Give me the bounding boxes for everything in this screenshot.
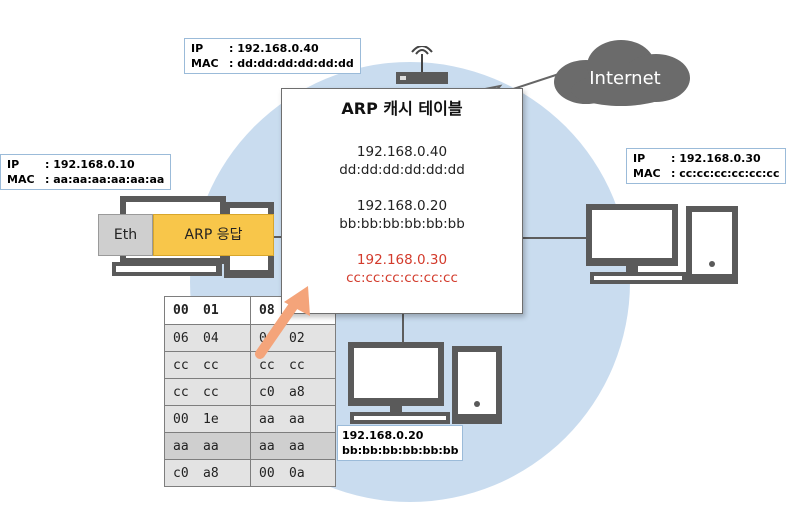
arp-entry: 192.168.0.40 dd:dd:dd:dd:dd:dd	[282, 143, 522, 179]
pdu-byte: 0a	[289, 466, 305, 481]
pdu-byte: aa	[259, 439, 275, 454]
pdu-byte: cc	[203, 358, 219, 373]
pdu-byte: a8	[289, 385, 305, 400]
host-c-mac: : cc:cc:cc:cc:cc:cc	[671, 167, 780, 180]
arp-entry-ip: 192.168.0.30	[356, 252, 448, 268]
router-mac: : dd:dd:dd:dd:dd:dd	[229, 57, 354, 70]
internet-cloud-icon	[554, 40, 690, 106]
internet-label: Internet	[589, 68, 661, 89]
pdu-byte: 00	[173, 412, 189, 427]
pdu-byte: 02	[289, 331, 305, 346]
pdu-byte: 00	[173, 303, 189, 318]
router-icon	[396, 46, 448, 84]
pdu-byte: c0	[259, 385, 275, 400]
arp-entry-ip: 192.168.0.20	[356, 198, 448, 214]
pdu-byte: 08	[259, 303, 275, 318]
pdu-byte: 1e	[203, 412, 219, 427]
mac-key: MAC	[191, 57, 219, 70]
pdu-byte: c0	[173, 466, 189, 481]
pdu-byte: aa	[259, 412, 275, 427]
update-arrow	[255, 286, 310, 359]
ip-key: IP	[191, 42, 204, 55]
pdu-byte: cc	[173, 385, 189, 400]
router-ip: : 192.168.0.40	[229, 42, 319, 55]
pdu-byte: aa	[289, 412, 305, 427]
arp-entry-new: 192.168.0.30 cc:cc:cc:cc:cc:cc	[282, 251, 522, 287]
arp-cache-table: ARP 캐시 테이블 192.168.0.40 dd:dd:dd:dd:dd:d…	[281, 88, 523, 314]
link-host-c	[520, 237, 592, 239]
host-c-ip: : 192.168.0.30	[671, 152, 761, 165]
pdu-byte: 06	[173, 331, 189, 346]
ip-key: IP	[633, 152, 646, 165]
host-c-computer-icon	[586, 204, 738, 284]
mac-key: MAC	[7, 173, 35, 186]
pdu-byte: aa	[203, 439, 219, 454]
arp-table-title: ARP 캐시 테이블	[341, 99, 463, 118]
pdu-byte: 04	[203, 331, 219, 346]
host-b-ip: 192.168.0.20	[342, 429, 424, 442]
eth-header-segment: Eth	[98, 214, 153, 256]
pdu-byte: 01	[203, 303, 219, 318]
frame-bar: Eth ARP 응답	[98, 214, 274, 256]
host-b-info-box: 192.168.0.20 bb:bb:bb:bb:bb:bb	[337, 425, 464, 461]
arp-entry-mac: dd:dd:dd:dd:dd:dd	[339, 162, 465, 178]
arp-reply-segment: ARP 응답	[153, 214, 274, 256]
ip-key: IP	[7, 158, 20, 171]
host-c-info-box: IP : 192.168.0.30 MAC : cc:cc:cc:cc:cc:cc	[626, 148, 787, 184]
host-a-mac: : aa:aa:aa:aa:aa:aa	[45, 173, 165, 186]
arp-packet-pdu: 0001080006040002ccccccccccccc0a8001eaaaa…	[164, 296, 336, 487]
link-host-b	[402, 312, 404, 352]
pdu-byte: cc	[259, 358, 275, 373]
arp-entry-mac: bb:bb:bb:bb:bb:bb	[339, 216, 465, 232]
pdu-byte: cc	[173, 358, 189, 373]
mac-key: MAC	[633, 167, 661, 180]
host-a-ip: : 192.168.0.10	[45, 158, 135, 171]
link-host-a	[274, 236, 282, 238]
pdu-byte: cc	[289, 358, 305, 373]
host-a-info-box: IP : 192.168.0.10 MAC : aa:aa:aa:aa:aa:aa	[0, 154, 172, 190]
host-b-mac: bb:bb:bb:bb:bb:bb	[342, 444, 459, 457]
arp-entry-mac: cc:cc:cc:cc:cc:cc	[346, 270, 458, 286]
arp-entry: 192.168.0.20 bb:bb:bb:bb:bb:bb	[282, 197, 522, 233]
pdu-byte: cc	[203, 385, 219, 400]
pdu-byte: a8	[203, 466, 219, 481]
pdu-byte: 00	[259, 466, 275, 481]
pdu-byte: aa	[173, 439, 189, 454]
arp-entry-ip: 192.168.0.40	[356, 144, 448, 160]
router-info-box: IP : 192.168.0.40 MAC : dd:dd:dd:dd:dd:dd	[184, 38, 361, 74]
pdu-divider	[250, 297, 251, 486]
host-b-computer-icon	[348, 342, 502, 424]
pdu-byte: aa	[289, 439, 305, 454]
